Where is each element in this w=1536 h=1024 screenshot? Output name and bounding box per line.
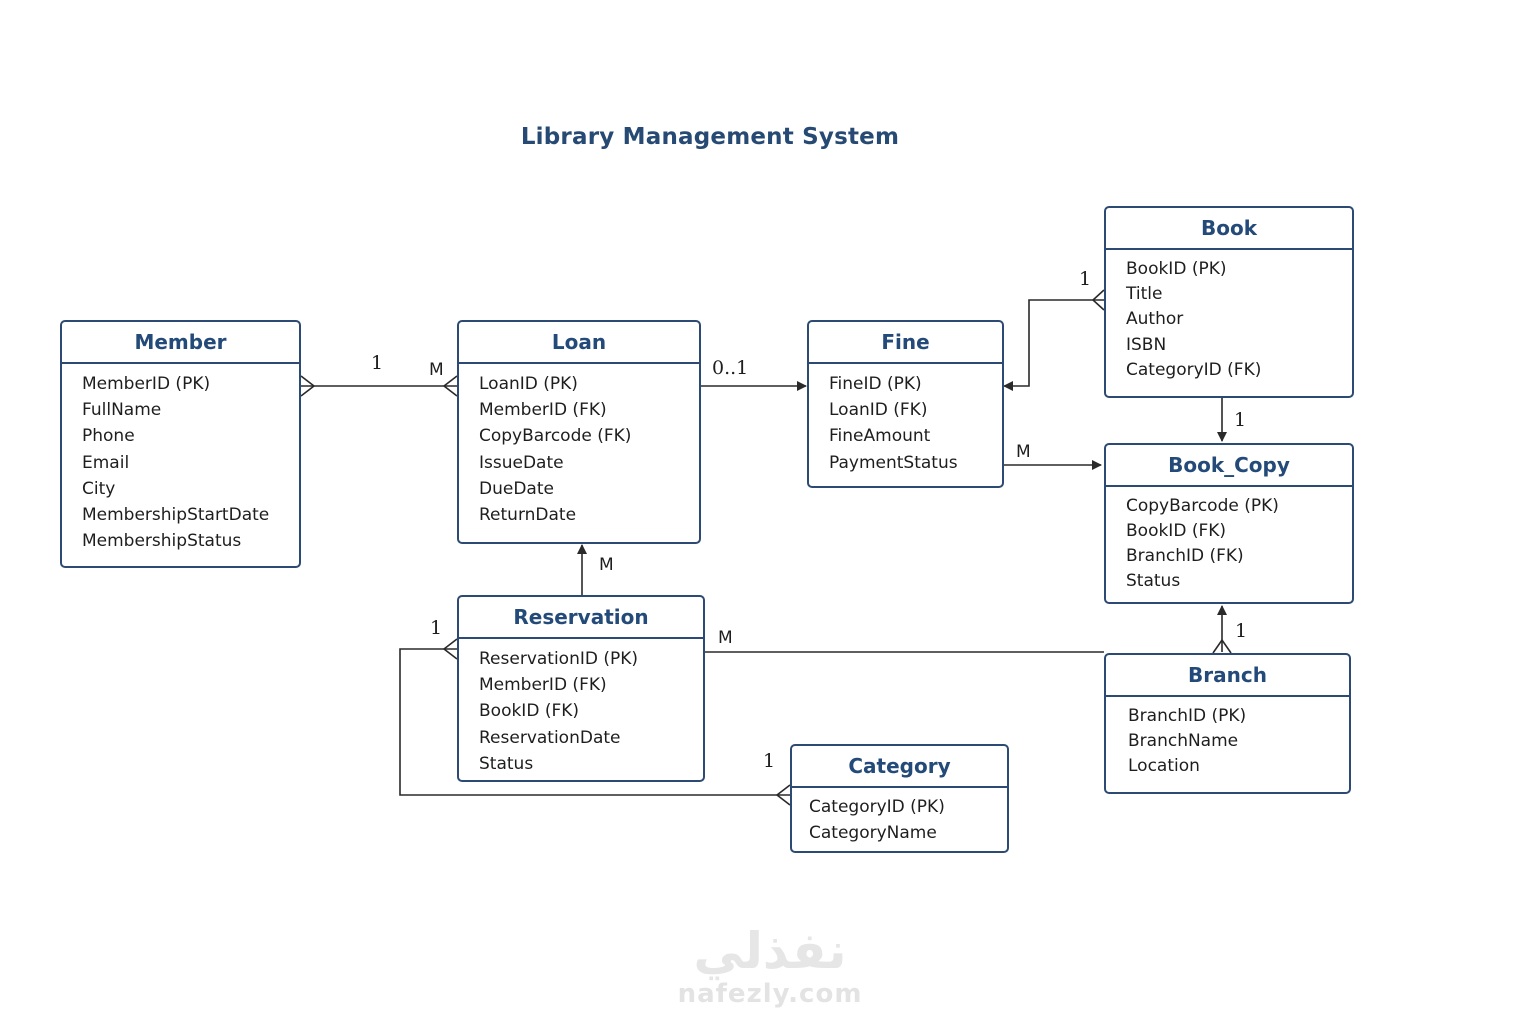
entity-branch: Branch BranchID (PK) BranchName Location (1104, 653, 1351, 794)
entity-reservation: Reservation ReservationID (PK) MemberID … (457, 595, 705, 782)
diagram-title: Library Management System (520, 124, 900, 150)
field-city: City (82, 478, 116, 499)
member-loan-many-label: M (429, 360, 444, 380)
watermark-url: nafezly.com (677, 979, 863, 1009)
field-reservation-id: ReservationID (PK) (479, 649, 639, 669)
entity-book: Book BookID (PK) Title Author ISBN Categ… (1104, 206, 1354, 398)
field-copy-barcode: CopyBarcode (PK) (1126, 496, 1279, 516)
field-category-id-fk: CategoryID (FK) (1126, 359, 1262, 380)
field-category-name: CategoryName (809, 822, 937, 843)
loan-fine-label: 0..1 (712, 357, 749, 379)
field-issue-date: IssueDate (479, 452, 564, 473)
book-bookcopy-label: 1 (1234, 409, 1247, 431)
field-due-date: DueDate (479, 478, 554, 499)
field-fine-id: FineID (PK) (829, 374, 922, 394)
book-fine-line (1003, 299, 1104, 391)
field-author: Author (1126, 309, 1184, 330)
member-crowfoot (300, 375, 316, 397)
entity-member: Member MemberID (PK) FullName Phone Emai… (60, 320, 301, 568)
watermark: نفذلي nafezly.com (660, 922, 880, 1008)
field-category-id: CategoryID (PK) (809, 797, 945, 817)
book-fine-label: 1 (1079, 268, 1092, 290)
entity-book-name: Book (1106, 208, 1352, 250)
reservation-category-loop (399, 648, 790, 796)
field-payment-status: PaymentStatus (829, 452, 958, 473)
category-loop-label: 1 (763, 750, 776, 772)
field-reservation-date: ReservationDate (479, 727, 621, 748)
field-email: Email (82, 452, 130, 473)
field-branch-id-fk: BranchID (FK) (1126, 546, 1244, 566)
branch-crowfoot (1212, 638, 1232, 654)
branch-bookcopy-label: 1 (1235, 620, 1248, 642)
reservation-member-label: 1 (430, 617, 443, 639)
field-book-id-fk: BookID (FK) (1126, 521, 1227, 541)
loan-crowfoot (442, 375, 458, 397)
entity-branch-name: Branch (1106, 655, 1349, 697)
field-membership-start-date: MembershipStartDate (82, 505, 270, 526)
field-member-id-fk: MemberID (FK) (479, 400, 607, 421)
field-reservation-book-id: BookID (FK) (479, 701, 580, 722)
entity-reservation-name: Reservation (459, 597, 703, 639)
category-crowfoot (775, 784, 791, 806)
field-phone: Phone (82, 426, 135, 447)
entity-category: Category CategoryID (PK) CategoryName (790, 744, 1009, 853)
entity-category-name: Category (792, 746, 1007, 788)
field-branch-id: BranchID (PK) (1128, 706, 1247, 726)
field-full-name: FullName (82, 400, 162, 421)
field-book-id: BookID (PK) (1126, 259, 1227, 279)
field-membership-status: MembershipStatus (82, 531, 242, 552)
watermark-logo: نفذلي (693, 922, 847, 980)
field-fine-amount: FineAmount (829, 426, 931, 447)
field-reservation-member-id: MemberID (FK) (479, 675, 607, 696)
entity-book-copy-name: Book_Copy (1106, 445, 1352, 487)
field-member-id: MemberID (PK) (82, 374, 211, 394)
field-loan-id-fk: LoanID (FK) (829, 400, 928, 421)
field-branch-name: BranchName (1128, 731, 1239, 752)
entity-fine-name: Fine (809, 322, 1002, 364)
reservation-crowfoot (442, 638, 458, 660)
field-copy-status: Status (1126, 571, 1181, 591)
entity-loan-name: Loan (459, 322, 699, 364)
field-isbn: ISBN (1126, 334, 1167, 355)
field-loan-id: LoanID (PK) (479, 374, 578, 394)
book-crowfoot (1091, 289, 1105, 311)
reservation-loan-label: M (599, 555, 614, 575)
entity-loan: Loan LoanID (PK) MemberID (FK) CopyBarco… (457, 320, 701, 544)
field-title: Title (1126, 284, 1163, 305)
reservation-branch-label: M (718, 628, 733, 648)
field-copy-barcode-fk: CopyBarcode (FK) (479, 426, 632, 447)
field-location: Location (1128, 756, 1200, 777)
fine-bookcopy-label: M (1016, 442, 1031, 462)
field-reservation-status: Status (479, 753, 534, 774)
field-return-date: ReturnDate (479, 505, 577, 526)
member-loan-one-label: 1 (371, 352, 384, 374)
entity-book-copy: Book_Copy CopyBarcode (PK) BookID (FK) B… (1104, 443, 1354, 604)
entity-fine: Fine FineID (PK) LoanID (FK) FineAmount … (807, 320, 1004, 488)
entity-member-name: Member (62, 322, 299, 364)
